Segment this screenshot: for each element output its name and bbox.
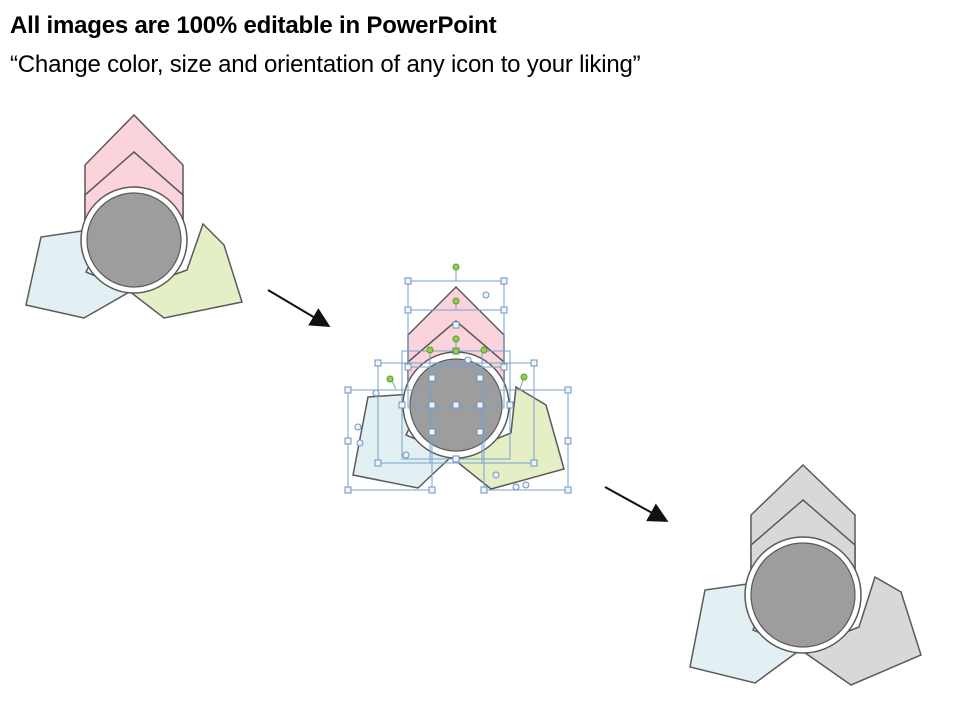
- center-circle[interactable]: [86, 192, 182, 288]
- diagram-recolored[interactable]: [689, 463, 922, 686]
- page-subtitle: “Change color, size and orientation of a…: [10, 51, 641, 78]
- flow-arrow-1: [267, 289, 331, 328]
- diagram-original[interactable]: [25, 113, 243, 319]
- segment-left-recolored[interactable]: [689, 579, 802, 684]
- diagram-selected[interactable]: [344, 263, 572, 494]
- center-circle-recolored[interactable]: [750, 542, 856, 648]
- flow-arrow-2: [604, 486, 669, 522]
- segment-left[interactable]: [25, 226, 133, 319]
- segment-right-recolored[interactable]: [799, 575, 922, 686]
- rotation-handles[interactable]: [386, 263, 528, 383]
- selection-handles[interactable]: [344, 277, 572, 494]
- page-title: All images are 100% editable in PowerPoi…: [10, 12, 497, 39]
- segment-right[interactable]: [127, 222, 243, 319]
